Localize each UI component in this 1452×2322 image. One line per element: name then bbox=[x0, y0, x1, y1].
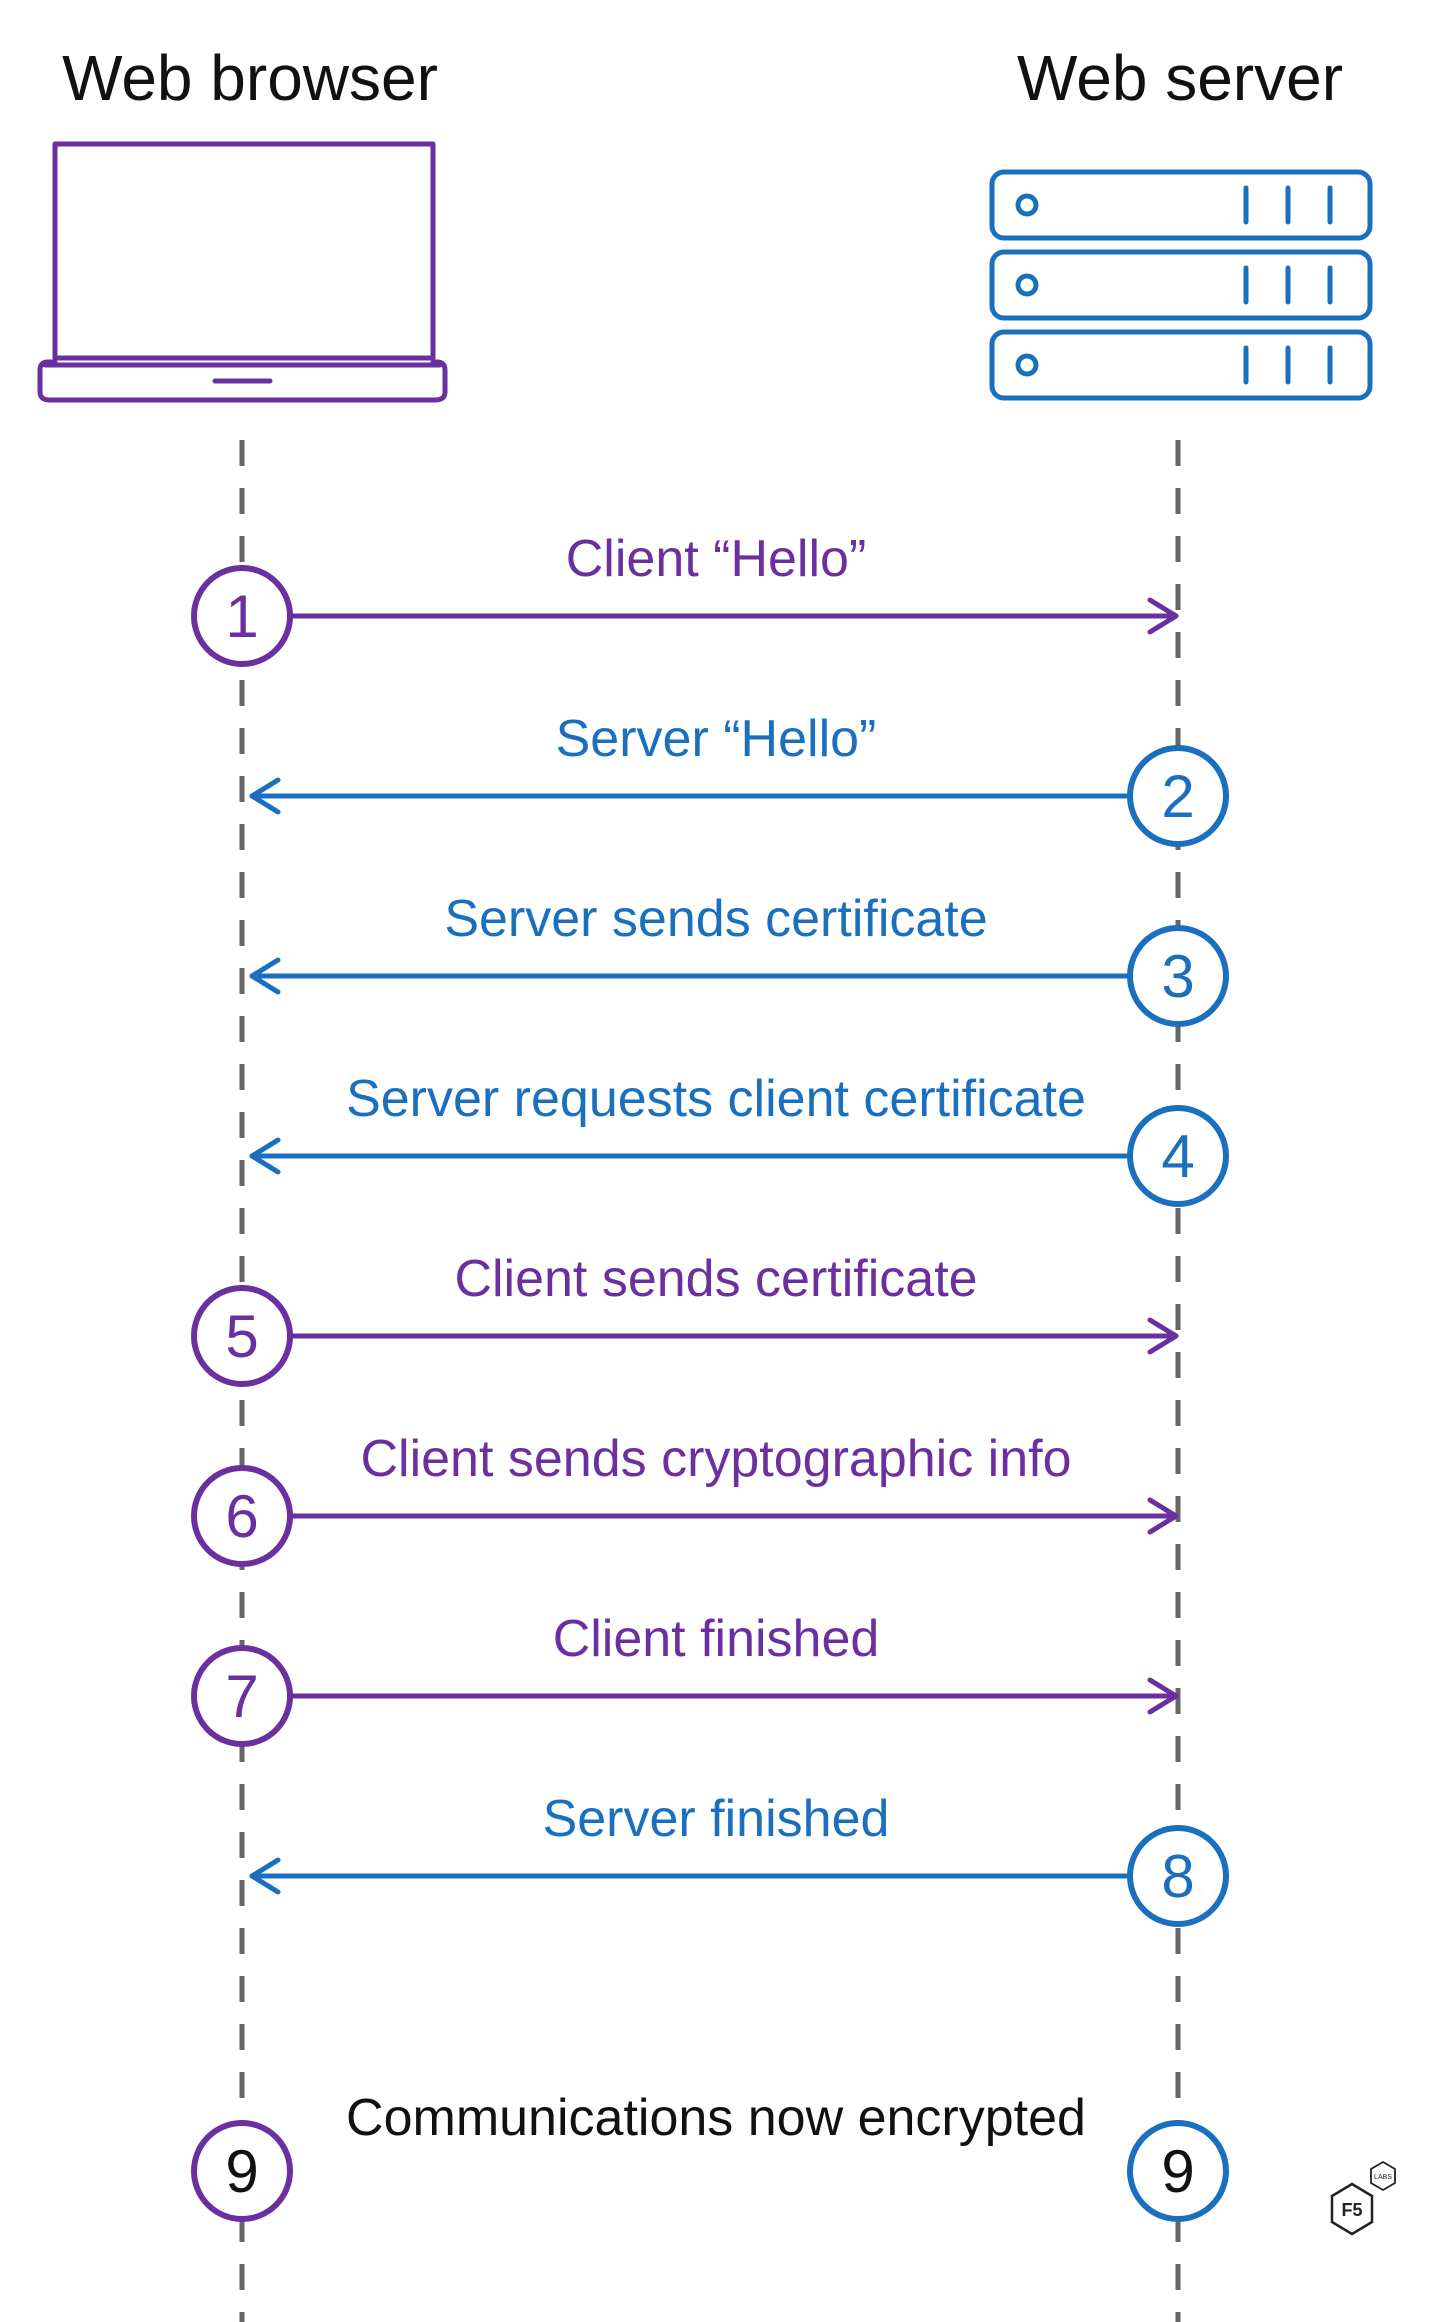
final-step-badge-left bbox=[191, 2120, 293, 2222]
step-badge bbox=[191, 565, 293, 667]
step-label: Server finished bbox=[543, 1790, 890, 1848]
laptop-icon bbox=[37, 141, 448, 403]
browser-title: Web browser bbox=[62, 42, 438, 114]
logo-subtext: LABS bbox=[1374, 2174, 1392, 2181]
logo-text: F5 bbox=[1341, 2200, 1362, 2220]
server-rack-icon bbox=[989, 169, 1373, 401]
step-4: Server requests client certificate 4 bbox=[249, 1070, 1229, 1207]
step-badge bbox=[1127, 745, 1229, 847]
step-badge bbox=[1127, 1825, 1229, 1927]
step-arrowhead bbox=[249, 957, 281, 995]
step-arrowhead bbox=[249, 1857, 281, 1895]
step-number: 4 bbox=[1161, 1123, 1194, 1190]
step-arrowhead bbox=[1147, 597, 1179, 635]
step-number: 3 bbox=[1161, 943, 1194, 1010]
step-number: 5 bbox=[225, 1303, 258, 1370]
step-number: 7 bbox=[225, 1663, 258, 1730]
final-step-number-left: 9 bbox=[225, 2138, 258, 2205]
final-step-number-right: 9 bbox=[1161, 2138, 1194, 2205]
step-number: 2 bbox=[1161, 763, 1194, 830]
step-number: 6 bbox=[225, 1483, 258, 1550]
step-label: Server sends certificate bbox=[444, 890, 987, 948]
f5-labs-logo-icon: F5 LABS bbox=[1330, 2160, 1396, 2236]
step-badge bbox=[1127, 1105, 1229, 1207]
step-arrowhead bbox=[1147, 1497, 1179, 1535]
step-badge bbox=[191, 1645, 293, 1747]
step-arrowhead bbox=[249, 777, 281, 815]
step-number: 8 bbox=[1161, 1843, 1194, 1910]
step-label: Client “Hello” bbox=[566, 530, 867, 588]
step-label: Server “Hello” bbox=[556, 710, 877, 768]
step-badge bbox=[191, 1465, 293, 1567]
step-label: Client sends certificate bbox=[454, 1250, 977, 1308]
step-8: Server finished 8 bbox=[249, 1790, 1229, 1927]
step-badge bbox=[191, 1285, 293, 1387]
final-step-label: Communications now encrypted bbox=[346, 2089, 1086, 2147]
step-3: Server sends certificate 3 bbox=[249, 890, 1229, 1027]
step-5: Client sends certificate 5 bbox=[191, 1250, 1179, 1387]
step-number: 1 bbox=[225, 583, 258, 650]
step-1: Client “Hello” 1 bbox=[191, 530, 1179, 667]
step-label: Client sends cryptographic info bbox=[360, 1430, 1071, 1488]
step-2: Server “Hello” 2 bbox=[249, 710, 1229, 847]
step-7: Client finished 7 bbox=[191, 1610, 1179, 1747]
step-label: Server requests client certificate bbox=[346, 1070, 1086, 1128]
step-arrowhead bbox=[1147, 1677, 1179, 1715]
step-6: Client sends cryptographic info 6 bbox=[191, 1430, 1179, 1567]
final-step: Communications now encrypted 9 9 bbox=[191, 2089, 1229, 2222]
step-badge bbox=[1127, 925, 1229, 1027]
server-title: Web server bbox=[1017, 42, 1343, 114]
step-label: Client finished bbox=[553, 1610, 880, 1668]
final-step-badge-right bbox=[1127, 2120, 1229, 2222]
step-arrowhead bbox=[249, 1137, 281, 1175]
step-arrowhead bbox=[1147, 1317, 1179, 1355]
